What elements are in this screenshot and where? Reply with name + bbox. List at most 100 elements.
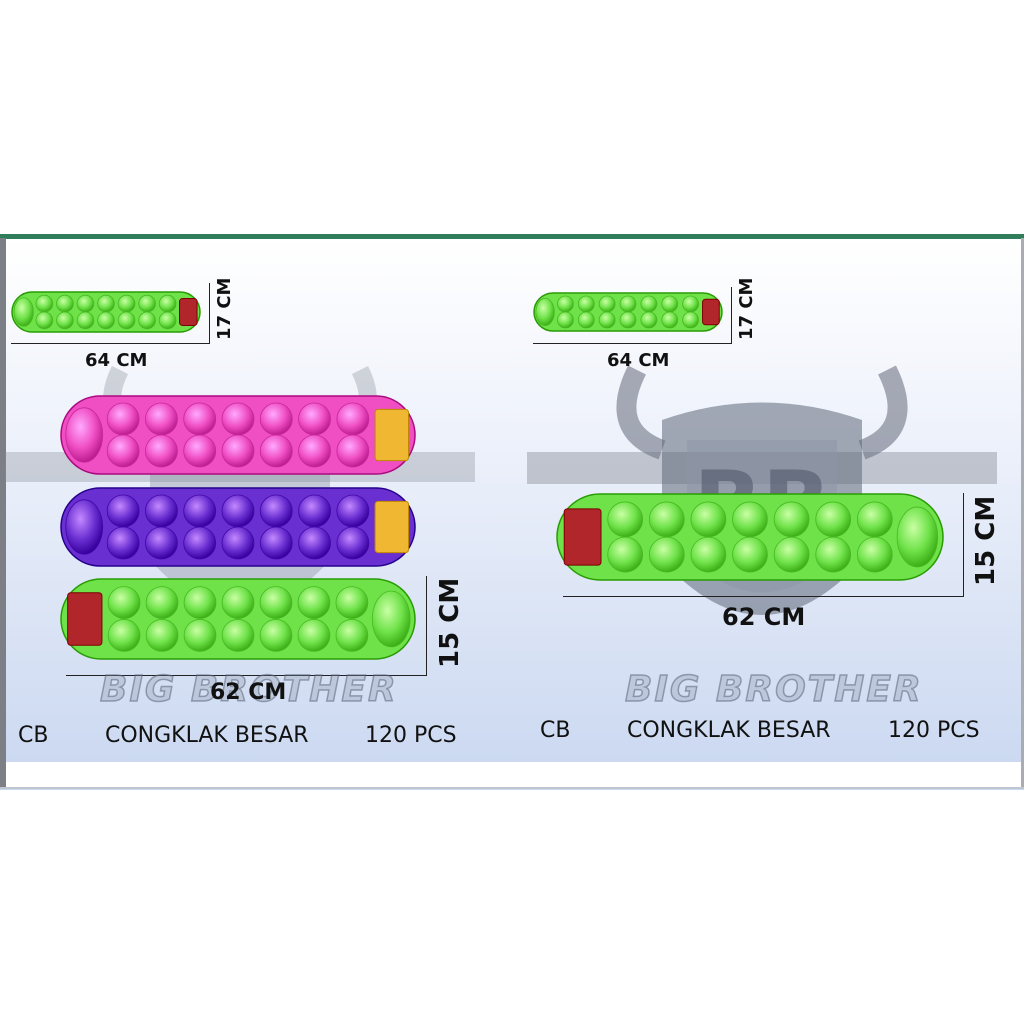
board-pit — [298, 494, 331, 528]
code-label-right: CB — [540, 718, 571, 743]
big-width-label-right: 62 CM — [722, 603, 806, 631]
board-pit — [619, 295, 637, 313]
board-pit — [682, 311, 699, 329]
board-pit — [107, 586, 141, 619]
board-pit — [145, 402, 178, 436]
board-pit — [259, 586, 293, 619]
brand-watermark-left: BIG BROTHER — [99, 668, 398, 711]
board-pit — [259, 402, 293, 436]
dim-line-small-right-h — [533, 343, 731, 344]
board-pit — [183, 402, 217, 436]
board-pit — [106, 526, 140, 560]
board-pink — [60, 395, 416, 475]
board-pit — [221, 526, 255, 560]
product-name-left: CONGKLAK BESAR — [105, 723, 309, 748]
code-label-left: CB — [18, 723, 49, 748]
qty-label-left: 120 PCS — [365, 723, 457, 748]
board-pit — [773, 501, 810, 538]
dim-line-big-right-h — [563, 596, 963, 597]
small-width-label-right: 64 CM — [607, 350, 670, 371]
board-green-left — [60, 578, 416, 660]
small-board-green-left — [11, 291, 201, 333]
board-pit — [732, 501, 768, 538]
dim-line-big-right-v — [963, 493, 964, 597]
dim-line-small-left-h — [11, 343, 209, 344]
board-pit — [577, 295, 595, 313]
candy-pack-icon — [702, 298, 720, 326]
board-pit — [158, 311, 177, 330]
board-store — [371, 590, 411, 648]
board-pit — [221, 619, 255, 652]
board-pit — [183, 586, 217, 619]
board-pit — [648, 536, 685, 573]
board-pit — [221, 402, 255, 436]
board-pit — [221, 494, 255, 528]
dim-line-big-left-h — [66, 675, 426, 676]
board-pit — [557, 295, 574, 313]
big-height-label-right: 15 CM — [971, 495, 1001, 586]
board-pit — [298, 402, 331, 436]
board-pit — [640, 295, 658, 313]
board-pit — [183, 619, 217, 652]
board-pit — [336, 526, 370, 560]
candy-pack-icon — [374, 500, 410, 554]
board-pit — [335, 619, 369, 652]
board-pit — [76, 294, 95, 313]
board-pit — [297, 619, 331, 652]
board-pit — [145, 619, 179, 652]
board-pit — [815, 536, 852, 573]
board-pit — [259, 619, 293, 652]
board-pit — [221, 586, 255, 619]
board-pit — [97, 311, 115, 330]
board-pit — [648, 501, 685, 538]
big-height-label-left: 15 CM — [435, 577, 465, 668]
board-pit — [640, 311, 658, 329]
board-pit — [97, 294, 115, 313]
board-pit — [661, 311, 679, 329]
board-pit — [117, 294, 136, 313]
candy-pack-icon — [374, 408, 410, 462]
board-pit — [145, 494, 178, 528]
board-pit — [577, 311, 595, 329]
left-edge — [0, 238, 6, 788]
small-board-green-right — [533, 292, 723, 332]
board-store — [65, 499, 104, 555]
board-pit — [298, 434, 331, 468]
board-pit — [259, 526, 293, 560]
candy-pack-icon — [179, 298, 198, 326]
board-pit — [56, 294, 74, 313]
board-pit — [607, 536, 644, 573]
board-pit — [336, 434, 370, 468]
board-pit — [557, 311, 574, 329]
board-purple — [60, 487, 416, 567]
board-pit — [117, 311, 136, 330]
board-pit — [619, 311, 637, 329]
dim-line-big-left-v — [426, 576, 427, 676]
board-pit — [259, 494, 293, 528]
board-pit — [598, 295, 616, 313]
board-pit — [183, 434, 217, 468]
board-pit — [76, 311, 95, 330]
board-pit — [145, 526, 178, 560]
board-store — [13, 297, 34, 327]
board-pit — [856, 501, 893, 538]
board-pit — [856, 536, 893, 573]
candy-pack-icon — [67, 592, 103, 646]
candy-pack-icon — [563, 508, 602, 566]
qty-label-right: 120 PCS — [888, 718, 980, 743]
board-pit — [732, 536, 768, 573]
board-pit — [35, 294, 54, 313]
caption-strip — [6, 762, 1021, 787]
board-pit — [297, 586, 331, 619]
board-pit — [336, 494, 370, 528]
board-pit — [336, 402, 370, 436]
right-edge — [1021, 238, 1024, 788]
board-pit — [145, 586, 179, 619]
board-pit — [259, 434, 293, 468]
board-pit — [106, 434, 140, 468]
board-pit — [138, 294, 156, 313]
big-width-label-left: 62 CM — [210, 680, 287, 705]
board-pit — [335, 586, 369, 619]
board-pit — [661, 295, 679, 313]
board-store — [65, 407, 104, 463]
